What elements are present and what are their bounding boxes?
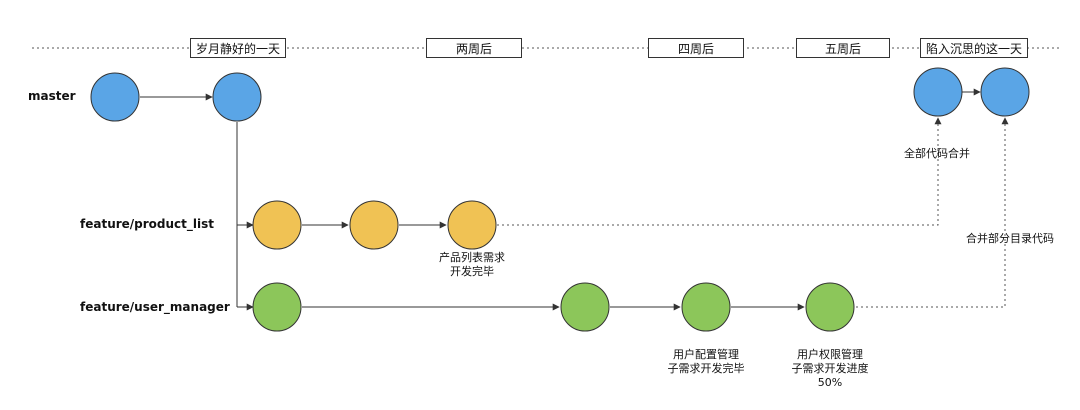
product-node-2: [349, 200, 399, 250]
user-node-3: [681, 282, 731, 332]
master-node-2: [212, 72, 262, 122]
branch-label-product-list: feature/product_list: [80, 217, 215, 231]
product-node-1: [252, 200, 302, 250]
note-merge-partial: 合并部分目录代码: [966, 232, 1054, 245]
note-merge-all: 全部代码合并: [904, 147, 970, 160]
master-node-4: [980, 67, 1030, 117]
branch-label-master: master: [28, 89, 76, 103]
product-node-3: [447, 200, 497, 250]
note-product-done-line1: 产品列表需求: [439, 251, 505, 264]
user-node-4: [805, 282, 855, 332]
master-node-1: [90, 72, 140, 122]
note-config-done: 用户配置管理 子需求开发完毕: [651, 348, 761, 376]
timeline-marker-day1: 岁月静好的一天: [190, 38, 286, 58]
timeline-marker-week5: 五周后: [796, 38, 890, 58]
note-perm-progress: 用户权限管理 子需求开发进度 50%: [775, 348, 885, 390]
note-perm-progress-line3: 50%: [817, 376, 843, 389]
merge-all-line: [497, 117, 942, 226]
note-perm-progress-line2: 子需求开发进度: [791, 362, 869, 375]
merge-partial-line: [856, 117, 1009, 308]
note-product-done-line2: 开发完毕: [450, 265, 494, 278]
user-node-2: [560, 282, 610, 332]
timeline-marker-today: 陷入沉思的这一天: [920, 38, 1028, 58]
master-node-3: [913, 67, 963, 117]
branch-label-user-manager: feature/user_manager: [80, 300, 230, 314]
note-perm-progress-line1: 用户权限管理: [797, 348, 863, 361]
user-node-1: [252, 282, 302, 332]
note-config-done-line1: 用户配置管理: [673, 348, 739, 361]
timeline-marker-week2: 两周后: [426, 38, 522, 58]
note-config-done-line2: 子需求开发完毕: [667, 362, 745, 375]
timeline-marker-week4: 四周后: [648, 38, 744, 58]
note-product-done: 产品列表需求 开发完毕: [422, 251, 522, 279]
